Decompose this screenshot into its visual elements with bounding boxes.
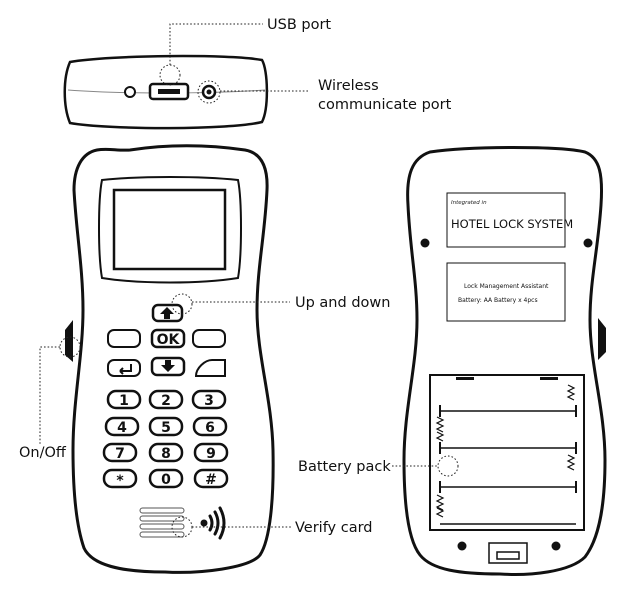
digit-key-2[interactable]: 2 <box>148 389 184 410</box>
wireless-port-label-line1: Wireless <box>318 78 379 94</box>
digit-key-3[interactable]: 3 <box>191 389 227 410</box>
up-and-down-label: Up and down <box>295 295 390 311</box>
battery-slot-3 <box>439 481 577 493</box>
back-arrow-icon <box>119 364 132 375</box>
digit-key-8-label: 8 <box>161 446 171 462</box>
end-key[interactable] <box>194 359 226 377</box>
digit-key-6-label: 6 <box>205 420 215 436</box>
usb-port-inner <box>158 89 180 94</box>
back-label-info-line1: Lock Management Assistant <box>464 283 549 290</box>
screen <box>112 188 227 271</box>
battery-latch <box>488 542 528 564</box>
wireless-port-callout-circle <box>197 80 221 104</box>
on-off-side-button <box>65 320 73 362</box>
digit-key-0-label: 0 <box>161 472 171 488</box>
down-key[interactable] <box>150 356 186 377</box>
battery-pack-label: Battery pack <box>298 459 391 475</box>
digit-key-4[interactable]: 4 <box>104 416 140 437</box>
screw-hole-top-right <box>583 238 593 248</box>
digit-key-5-label: 5 <box>161 420 171 436</box>
star-key[interactable]: * <box>102 468 138 489</box>
back-label-integrated-text: Integrated in <box>451 200 487 206</box>
left-soft-key[interactable] <box>107 329 141 348</box>
digit-key-1[interactable]: 1 <box>106 389 142 410</box>
digit-key-3-label: 3 <box>204 393 214 409</box>
battery-compartment <box>429 374 585 531</box>
ok-key[interactable]: OK <box>150 328 186 349</box>
nfc-icon <box>200 506 226 540</box>
battery-slot-2 <box>439 442 577 454</box>
card-reader-slots <box>139 507 185 538</box>
back-side-button <box>598 318 606 360</box>
back-label-info <box>446 262 566 322</box>
star-key-label: * <box>116 473 124 489</box>
digit-key-2-label: 2 <box>161 393 171 409</box>
arrow-down-icon <box>161 360 175 372</box>
digit-key-1-label: 1 <box>119 393 129 409</box>
usb-port-label: USB port <box>267 17 331 33</box>
ok-key-label: OK <box>157 332 181 348</box>
back-key[interactable] <box>107 359 141 377</box>
back-label-hotel-lock <box>446 192 566 248</box>
battery-springs <box>435 384 576 518</box>
back-label-hotel-text: HOTEL LOCK SYSTEM <box>451 217 573 231</box>
up-key[interactable] <box>151 303 184 323</box>
front-view: OK 1 2 3 4 5 6 7 8 9 * 0 # <box>39 144 291 574</box>
battery-pack-callout-circle <box>437 455 459 477</box>
screw-hole-bottom-right <box>551 541 561 551</box>
digit-key-9-label: 9 <box>206 446 216 462</box>
digit-key-5[interactable]: 5 <box>148 416 184 437</box>
hash-key-label: # <box>205 472 217 488</box>
digit-key-4-label: 4 <box>117 420 127 436</box>
battery-slot-1 <box>439 405 577 417</box>
on-off-label: On/Off <box>19 445 67 461</box>
top-view <box>63 23 308 130</box>
side-button-indicator <box>124 86 136 98</box>
back-view: Integrated in HOTEL LOCK SYSTEM Lock Man… <box>392 146 607 576</box>
digit-key-6[interactable]: 6 <box>192 416 228 437</box>
screw-hole-bottom-left <box>457 541 467 551</box>
back-label-info-line2: Battery: AA Battery x 4pcs <box>458 297 538 304</box>
up-down-callout-circle <box>171 293 193 315</box>
digit-key-9[interactable]: 9 <box>193 442 229 463</box>
digit-key-8[interactable]: 8 <box>148 442 184 463</box>
digit-key-0[interactable]: 0 <box>148 468 184 489</box>
arrow-up-icon <box>160 307 174 319</box>
right-soft-key[interactable] <box>192 329 226 348</box>
digit-key-7[interactable]: 7 <box>102 442 138 463</box>
wireless-port-label-line2: communicate port <box>318 97 452 113</box>
screw-hole-top-left <box>420 238 430 248</box>
hash-key[interactable]: # <box>193 468 229 489</box>
verify-card-label: Verify card <box>295 520 373 536</box>
on-off-callout-circle <box>59 336 81 358</box>
digit-key-7-label: 7 <box>115 446 125 462</box>
